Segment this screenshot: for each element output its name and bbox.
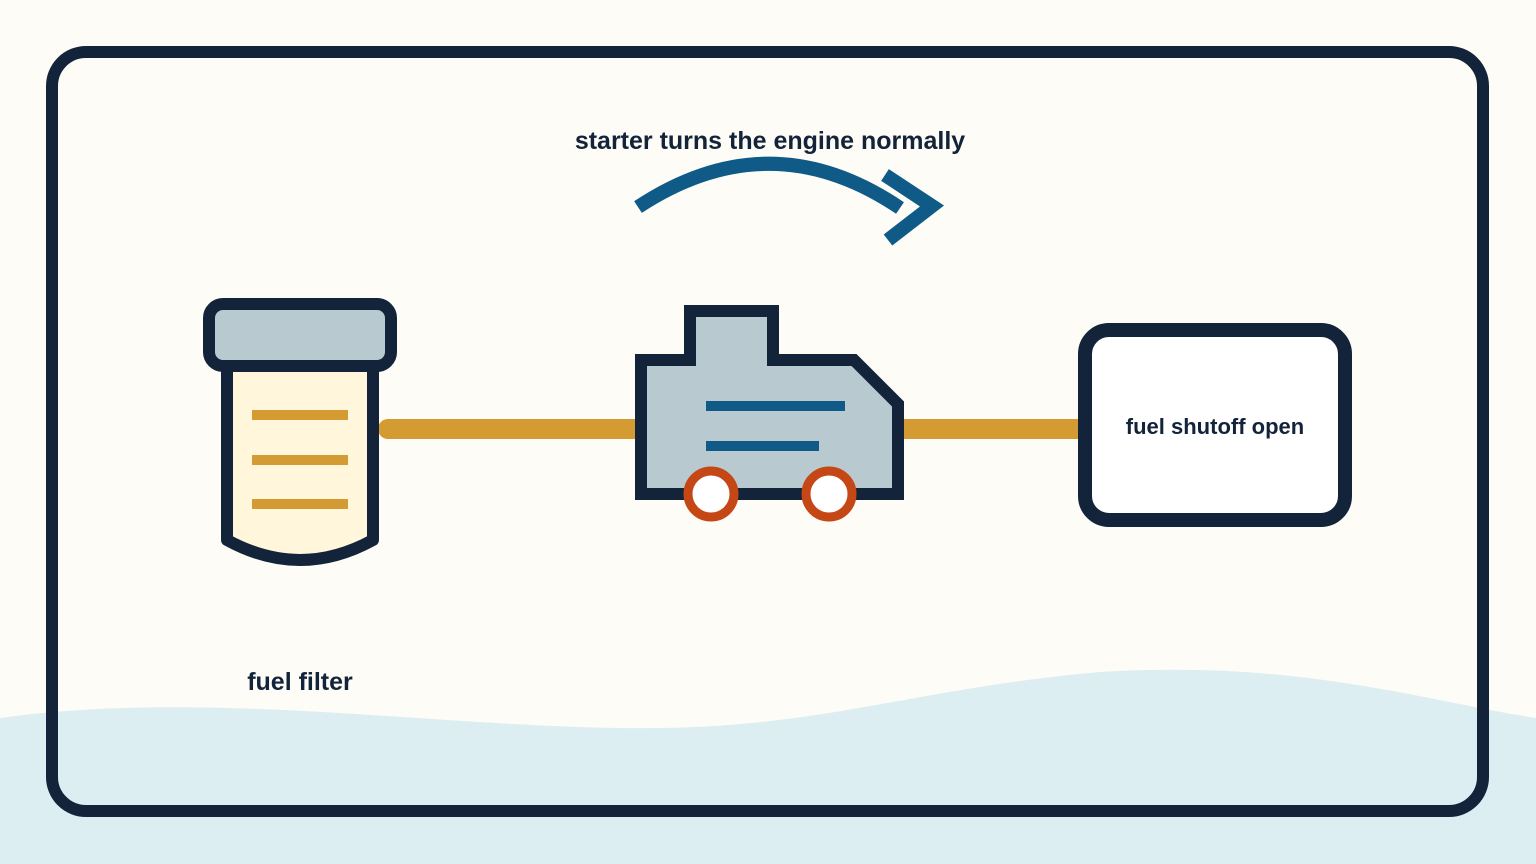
shutoff-valve-box [1078,323,1352,527]
fuel-filter-icon [203,298,397,566]
shutoff-label: fuel shutoff open [1126,414,1304,439]
rotation-arrow-icon [634,156,945,246]
engine-wheel-left [683,466,739,522]
fuel-filter-label: fuel filter [247,668,353,696]
diagram-frame [46,46,1489,817]
starter-label: starter turns the engine normally [575,127,965,155]
engine-icon [635,305,904,522]
engine-wheel-right [801,466,857,522]
